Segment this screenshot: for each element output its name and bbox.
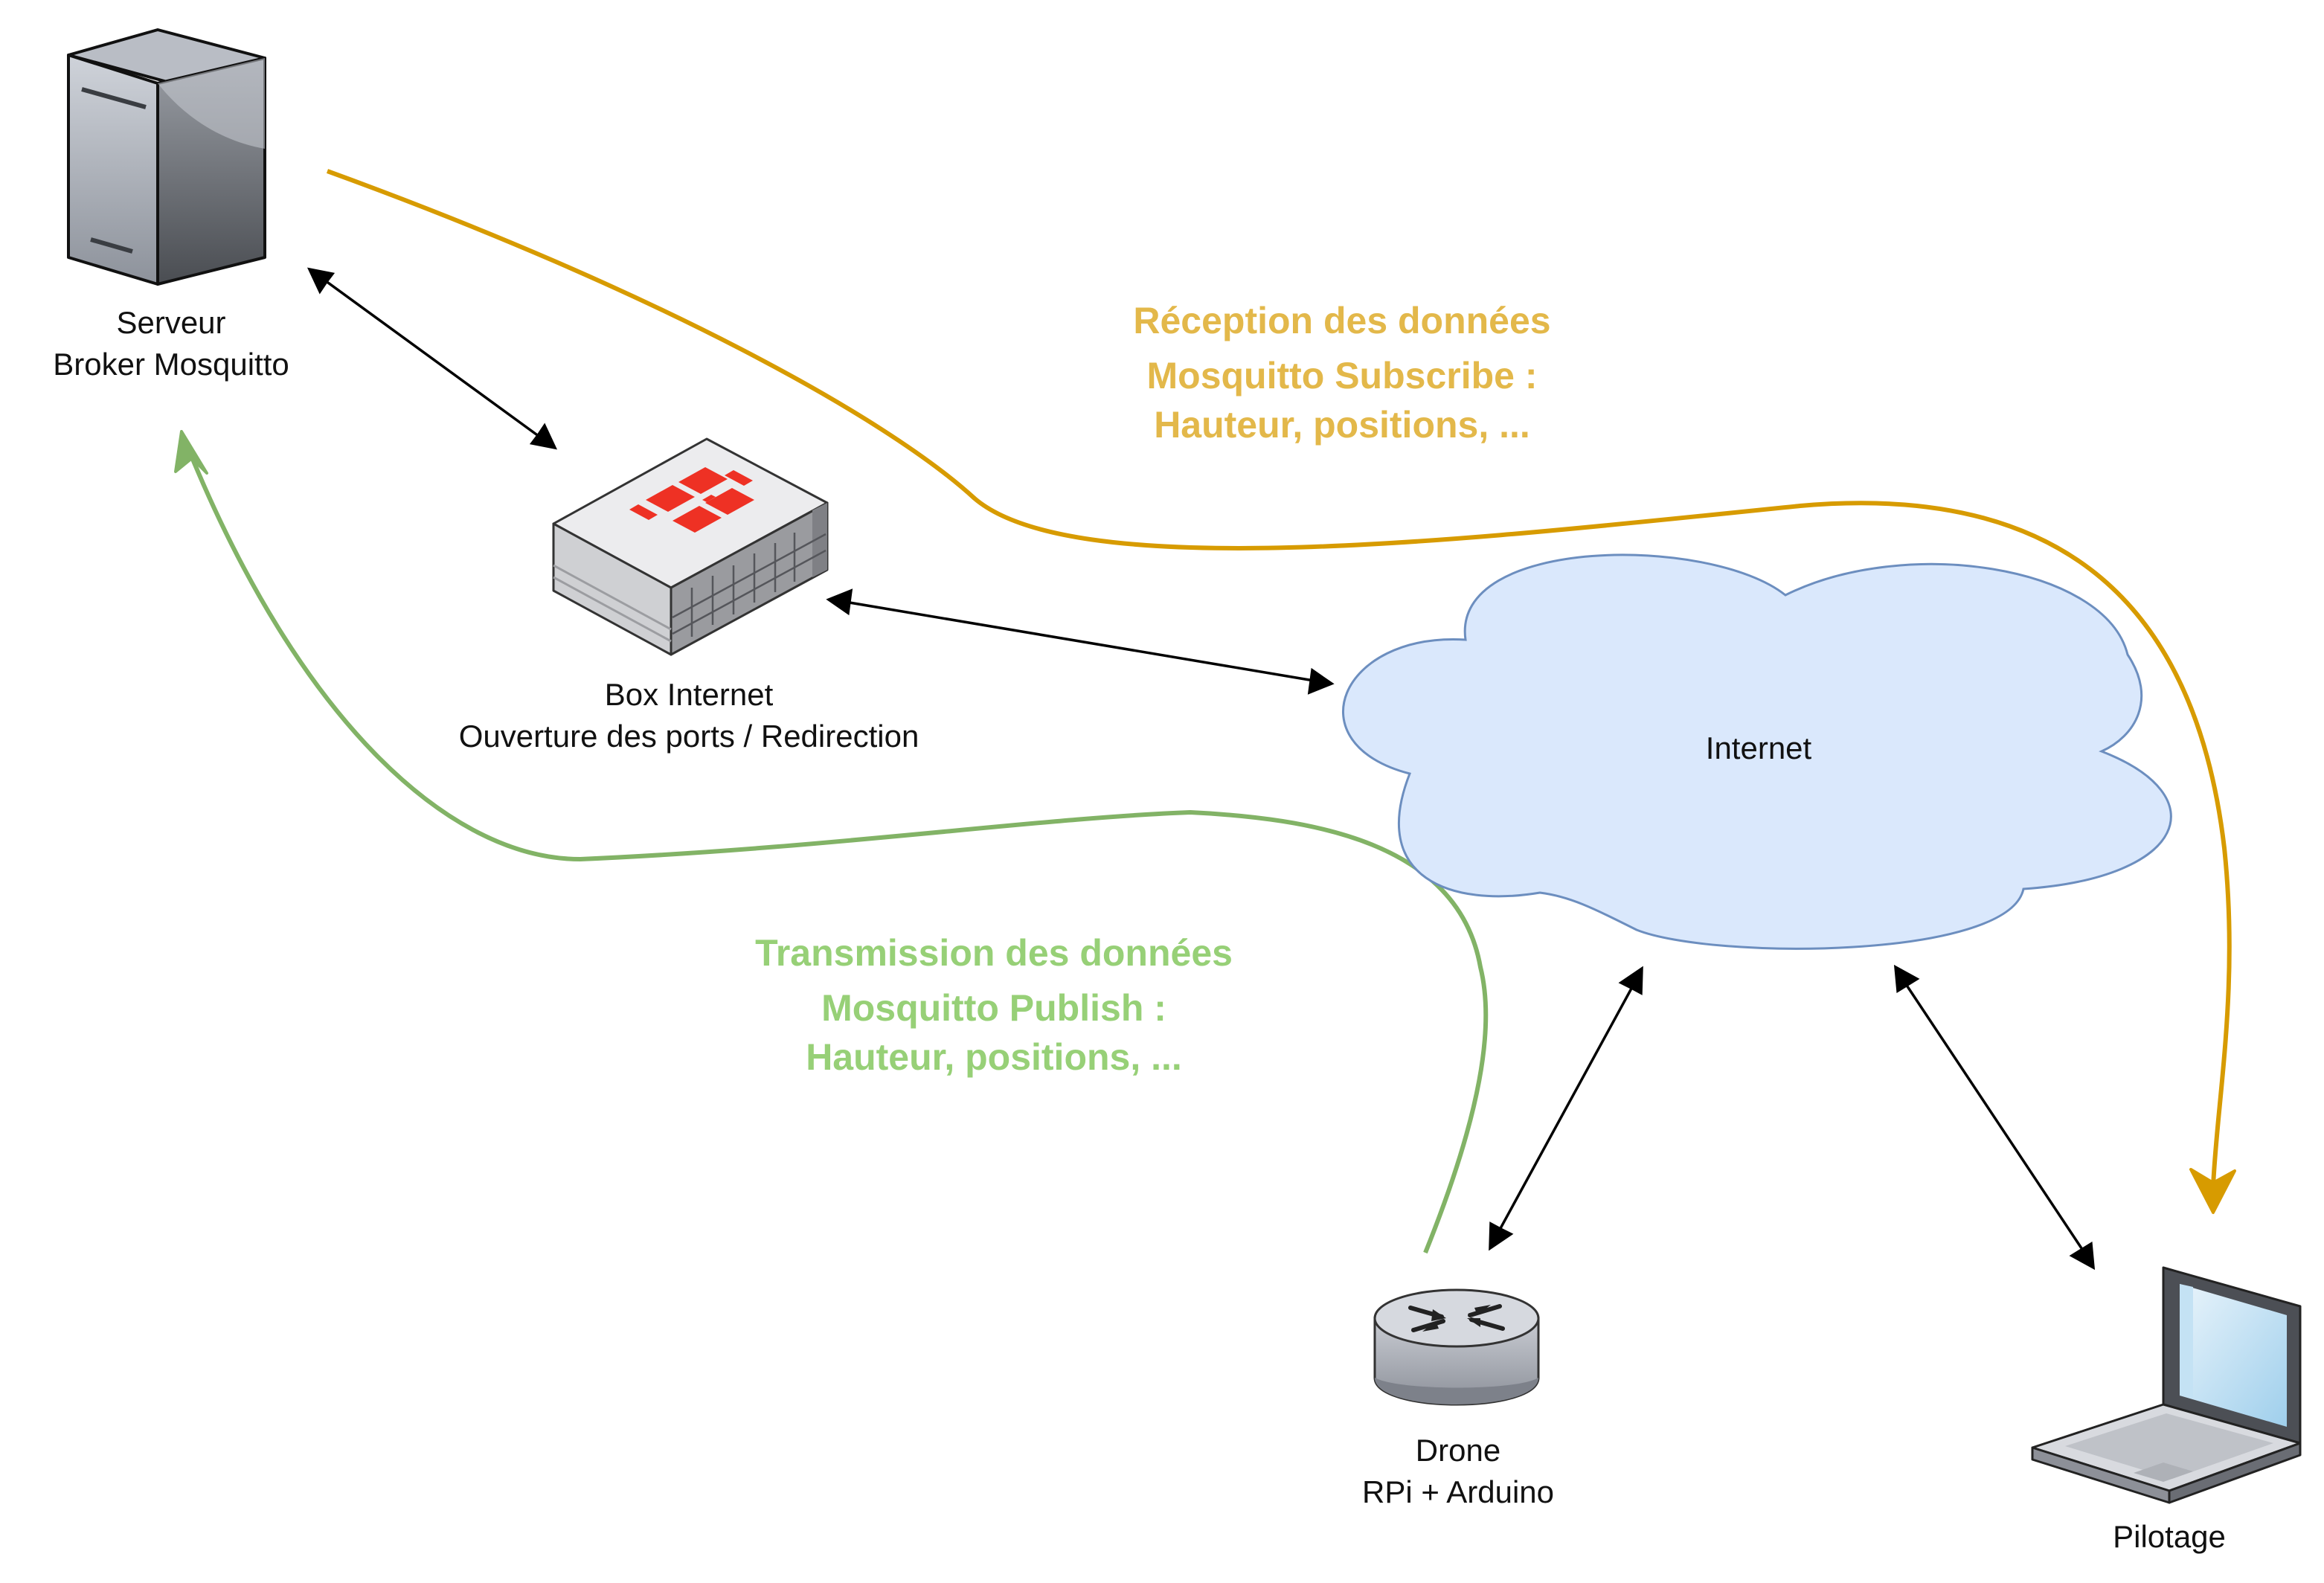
cloud-icon (1342, 553, 2172, 950)
server-label-line1: Serveur (116, 305, 226, 340)
transmission-line2: Hauteur, positions, ... (806, 1036, 1182, 1078)
connector-box-internet (826, 588, 1335, 695)
internet-label: Internet (1705, 731, 1812, 765)
transmission-line1: Mosquitto Publish : (821, 987, 1166, 1029)
server-tower-icon (67, 28, 266, 286)
firewall-appliance-icon (552, 437, 829, 656)
reception-flow-curve (326, 169, 2232, 1187)
reception-title: Réception des données (1133, 300, 1551, 341)
box-label: Box Internet Ouverture des ports / Redir… (391, 674, 986, 757)
box-label-line1: Box Internet (604, 677, 774, 712)
reception-arrowhead (2189, 1168, 2236, 1214)
fortinet-logo-icon (629, 467, 754, 533)
server-label-line2: Broker Mosquitto (53, 347, 289, 382)
connector-drone-internet (1489, 966, 1643, 1251)
transmission-title: Transmission des données (755, 932, 1233, 974)
router-icon (1373, 1288, 1540, 1406)
transmission-arrowhead (174, 430, 208, 475)
drone-label-line1: Drone (1415, 1433, 1501, 1468)
drone-label-line2: RPi + Arduino (1362, 1474, 1554, 1509)
reception-line2: Hauteur, positions, ... (1154, 404, 1530, 446)
connector-server-box (306, 267, 558, 450)
reception-label: Réception des données Mosquitto Subscrib… (1044, 296, 1640, 449)
transmission-label: Transmission des données Mosquitto Publi… (681, 928, 1306, 1082)
server-label: Serveur Broker Mosquitto (15, 302, 327, 385)
box-label-line2: Ouverture des ports / Redirection (458, 719, 919, 754)
connector-internet-pilotage (1893, 964, 2096, 1271)
transmission-flow-curve (188, 452, 1489, 1254)
drone-label: Drone RPi + Arduino (1309, 1430, 1607, 1513)
pilotage-label: Pilotage (2113, 1519, 2226, 1554)
reception-line1: Mosquitto Subscribe : (1146, 355, 1538, 396)
laptop-icon (2031, 1266, 2302, 1504)
